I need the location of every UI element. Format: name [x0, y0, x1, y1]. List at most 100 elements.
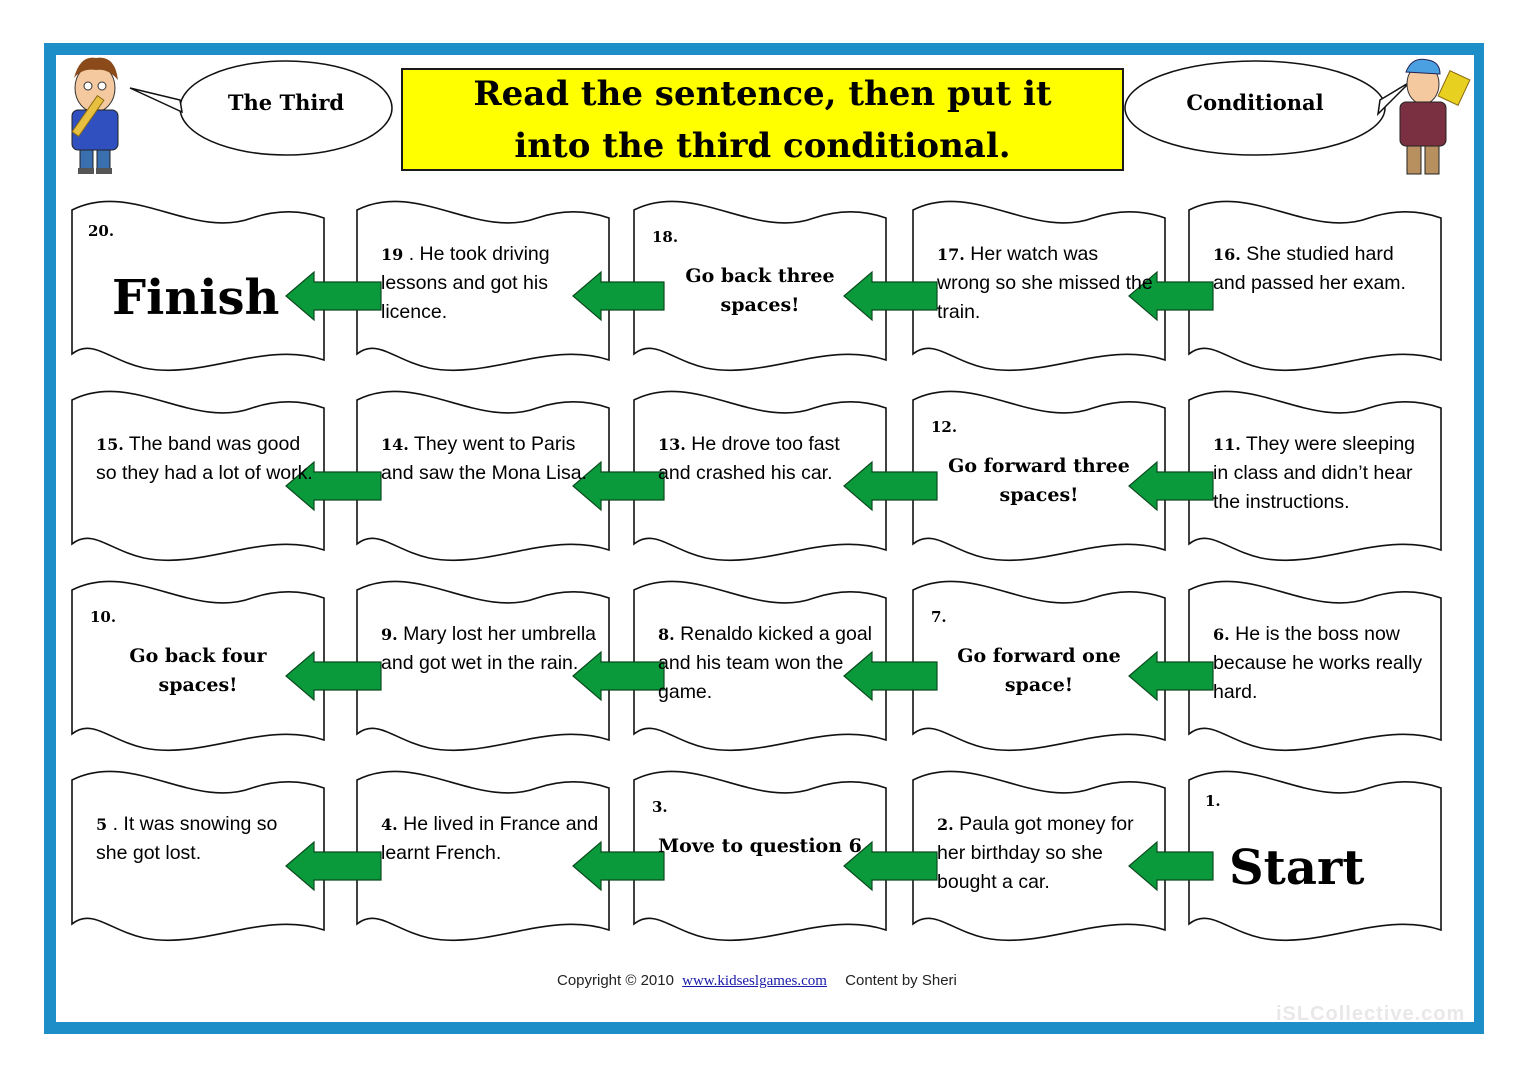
board-square-10 — [71, 580, 325, 752]
direction-arrow-left — [1128, 270, 1214, 322]
sentence: . It was snowing so she got lost. — [96, 813, 278, 864]
action-instruction: Move to question 6 — [658, 835, 862, 857]
board-square-5 — [71, 770, 325, 942]
start-label: Start — [1229, 840, 1365, 896]
square-number: 4. — [381, 815, 398, 834]
sentence-text: 5 . It was snowing so she got lost. — [96, 810, 314, 868]
board-square-3 — [633, 770, 887, 942]
boy-with-book-illustration — [1399, 58, 1471, 175]
sentence: He lived in France and learnt French. — [381, 813, 599, 864]
credit-text: Content by Sheri — [845, 972, 957, 989]
sentence: They were sleeping in class and didn’t h… — [1213, 433, 1416, 513]
sentence: Paula got money for her birthday so she … — [937, 813, 1134, 893]
direction-arrow-left — [843, 460, 938, 512]
sentence: Mary lost her umbrella and got wet in th… — [381, 623, 597, 674]
board-square-15 — [71, 390, 325, 562]
direction-arrow-left — [572, 840, 665, 892]
direction-arrow-left — [572, 270, 665, 322]
square-number: 12. — [931, 418, 958, 436]
sentence-text: 9. Mary lost her umbrella and got wet in… — [381, 620, 599, 678]
board-square-14 — [356, 390, 610, 562]
board-square-1 — [1188, 770, 1442, 942]
square-number: 5 — [96, 815, 108, 834]
sentence: Renaldo kicked a goal and his team won t… — [658, 623, 873, 703]
board-square-4 — [356, 770, 610, 942]
board-square-6 — [1188, 580, 1442, 752]
action-instruction: Go forward one space! — [957, 645, 1121, 696]
sentence-text: 15. The band was good so they had a lot … — [96, 430, 314, 488]
direction-arrow-left — [1128, 840, 1214, 892]
right-bubble-text: Conditional — [1186, 89, 1324, 115]
sentence-text: 2. Paula got money for her birthday so s… — [937, 810, 1155, 897]
direction-arrow-left — [1128, 460, 1214, 512]
board-square-7 — [912, 580, 1166, 752]
action-instruction: Go back four spaces! — [129, 645, 267, 696]
sentence: The band was good so they had a lot of w… — [96, 433, 313, 484]
square-number: 19 — [381, 245, 404, 264]
copyright-text: Copyright © 2010 — [557, 972, 674, 989]
direction-arrow-left — [572, 650, 665, 702]
square-number: 9. — [381, 625, 398, 644]
board-square-17 — [912, 200, 1166, 372]
footer: Copyright © 2010 www.kidseslgames.com Co… — [557, 972, 957, 990]
square-number: 2. — [937, 815, 954, 834]
direction-arrow-left — [285, 270, 382, 322]
square-number: 7. — [931, 608, 947, 626]
sentence-text: 16. She studied hard and passed her exam… — [1213, 240, 1431, 298]
sentence-text: 19 . He took driving lessons and got his… — [381, 240, 599, 327]
sentence: She studied hard and passed her exam. — [1213, 243, 1406, 294]
direction-arrow-left — [285, 460, 382, 512]
sentence-text: 17. Her watch was wrong so she missed th… — [937, 240, 1155, 327]
sentence: . He took driving lessons and got his li… — [381, 243, 550, 323]
square-number: 11. — [1213, 435, 1241, 454]
watermark: iSLCollective.com — [1276, 1003, 1466, 1025]
square-number: 8. — [658, 625, 675, 644]
board-square-13 — [633, 390, 887, 562]
board-square-8 — [633, 580, 887, 752]
square-number: 13. — [658, 435, 686, 454]
sentence-text: 11. They were sleeping in class and didn… — [1213, 430, 1431, 517]
sentence: He drove too fast and crashed his car. — [658, 433, 840, 484]
square-number: 16. — [1213, 245, 1241, 264]
direction-arrow-left — [285, 840, 382, 892]
board-square-9 — [356, 580, 610, 752]
left-bubble-text: The Third — [227, 89, 345, 115]
direction-arrow-left — [843, 270, 938, 322]
sentence-text: 14. They went to Paris and saw the Mona … — [381, 430, 599, 488]
direction-arrow-left — [843, 840, 938, 892]
square-number: 14. — [381, 435, 409, 454]
direction-arrow-left — [572, 460, 665, 512]
finish-label: Finish — [112, 270, 280, 326]
title-line-2: into the third conditional. — [514, 125, 1011, 166]
boy-with-ruler-illustration — [71, 57, 119, 174]
square-number: 20. — [88, 222, 115, 240]
board-square-2 — [912, 770, 1166, 942]
board-square-20 — [71, 200, 325, 372]
board-square-18 — [633, 200, 887, 372]
instructions-title: Read the sentence, then put it into the … — [401, 68, 1124, 171]
sentence-text: 13. He drove too fast and crashed his ca… — [658, 430, 876, 488]
square-number: 18. — [652, 228, 679, 246]
square-number: 6. — [1213, 625, 1230, 644]
sentence-text: 6. He is the boss now because he works r… — [1213, 620, 1431, 707]
sentence: He is the boss now because he works real… — [1213, 623, 1423, 703]
square-number: 1. — [1205, 792, 1221, 810]
sentence: They went to Paris and saw the Mona Lisa… — [381, 433, 587, 484]
direction-arrow-left — [843, 650, 938, 702]
website-link[interactable]: www.kidseslgames.com — [682, 973, 827, 989]
board-square-16 — [1188, 200, 1442, 372]
board-square-12 — [912, 390, 1166, 562]
title-line-1: Read the sentence, then put it — [473, 73, 1052, 114]
board-square-19 — [356, 200, 610, 372]
square-number: 15. — [96, 435, 124, 454]
square-number: 17. — [937, 245, 965, 264]
sentence: Her watch was wrong so she missed the tr… — [937, 243, 1153, 323]
square-number: 10. — [90, 608, 117, 626]
sentence-text: 8. Renaldo kicked a goal and his team wo… — [658, 620, 876, 707]
direction-arrow-left — [1128, 650, 1214, 702]
square-number: 3. — [652, 798, 668, 816]
action-instruction: Go forward three spaces! — [948, 455, 1130, 506]
direction-arrow-left — [285, 650, 382, 702]
sentence-text: 4. He lived in France and learnt French. — [381, 810, 599, 868]
